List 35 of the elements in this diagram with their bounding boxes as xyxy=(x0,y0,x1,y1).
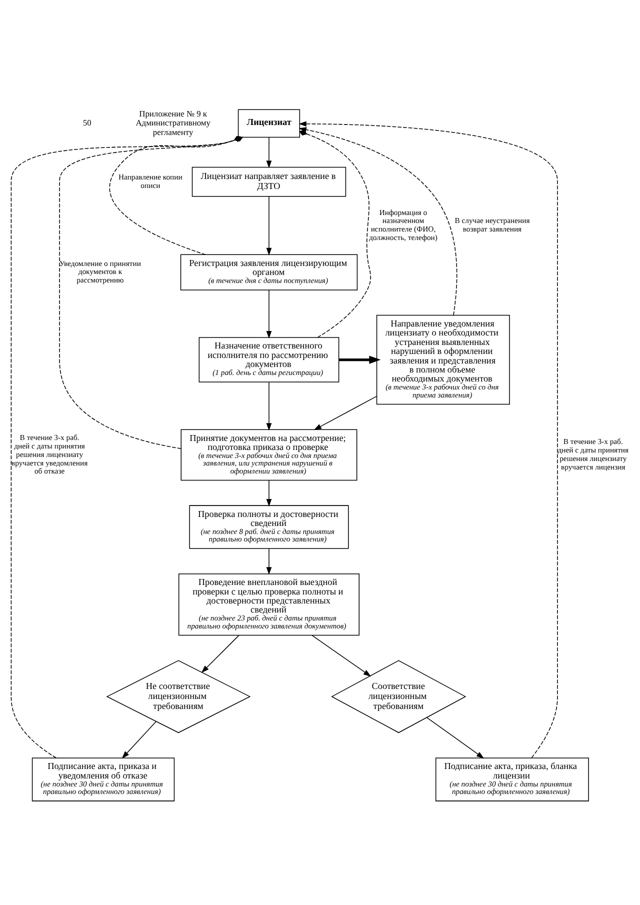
arrow xyxy=(339,355,381,364)
edge-label: Информация о назначенном исполнителе (ФИО, должность, телефон) xyxy=(369,207,438,242)
edge-label: Уведомление о принятии документов к рассмотрению xyxy=(59,258,141,284)
arrow xyxy=(426,716,484,758)
arrow xyxy=(266,381,272,430)
label: 50 xyxy=(82,117,92,128)
arrow xyxy=(266,480,272,506)
arrow xyxy=(266,289,272,338)
edge-label: В течение 3-х раб. дней с даты принятия решения лицензиату вручается уведомления об отказе xyxy=(11,432,88,476)
node-box: Подписание акта, приказа и уведомления об отказе (не позднее 30 дней с даты принятия правильно оформленного заявления) xyxy=(32,757,175,801)
edge-label: Направление копии описи xyxy=(118,172,182,190)
node-box: Подписание акта, приказа, бланка лицензии (не позднее 30 дней с даты принятия правильно оформленного заявления) xyxy=(435,757,589,801)
node-box: Регистрация заявления лицензирующим органом (в течение дня с даты поступления) xyxy=(180,254,358,290)
edge-label: В случае неустранения возврат заявления xyxy=(454,216,530,234)
arrow xyxy=(266,548,272,574)
node-diamond: Соответствие лицензионным требованиям xyxy=(331,660,466,733)
arrow xyxy=(312,634,372,676)
arrow xyxy=(298,126,458,315)
arrow xyxy=(314,395,377,430)
arrow xyxy=(266,136,272,168)
connector xyxy=(299,130,371,338)
arrow xyxy=(201,634,240,672)
arrow xyxy=(122,720,156,758)
node-box: Проверка полноты и достоверности сведений (не позднее 8 раб. дней с даты принятия правильно оформленного заявления) xyxy=(189,504,349,548)
node-box: Проведение внеплановой выездной проверки с целью проверка полноты и достоверности представленных сведений (не позднее 23 раб. дней с даты принятия правильно оформленного заявления документов) xyxy=(178,572,360,636)
arrow xyxy=(266,196,272,256)
label: Приложение № 9 к Административному регламенту xyxy=(136,108,210,136)
edge-label: В течение 3-х раб. дней с даты принятия решения лицензиату вручается лицензия xyxy=(558,436,629,471)
node-box: Назначение ответственного исполнителя по рассмотрению документов (1 раб. день с даты регистрации) xyxy=(198,336,340,382)
node-box: Направление уведомления лицензиату о необходимости устранения выявленных нарушений в оформлении заявления и представления в полном объеме необходимых документов (в течение 3-х рабочих дней со дня приема заявления) xyxy=(376,314,510,404)
node-diamond: Не соответствие лицензионным требованиям xyxy=(106,660,251,733)
node-box: Лицензиат направляет заявление в ДЗТО xyxy=(192,166,346,196)
node-box: Лицензиат xyxy=(238,108,300,138)
arrow xyxy=(298,120,558,758)
node-box: Принятие документов на рассмотрение; подготовка приказа о проверке (в течение 3-х рабочих дней со дня приема заявления, или устранения нарушений в оформлении заявления) xyxy=(180,428,358,480)
